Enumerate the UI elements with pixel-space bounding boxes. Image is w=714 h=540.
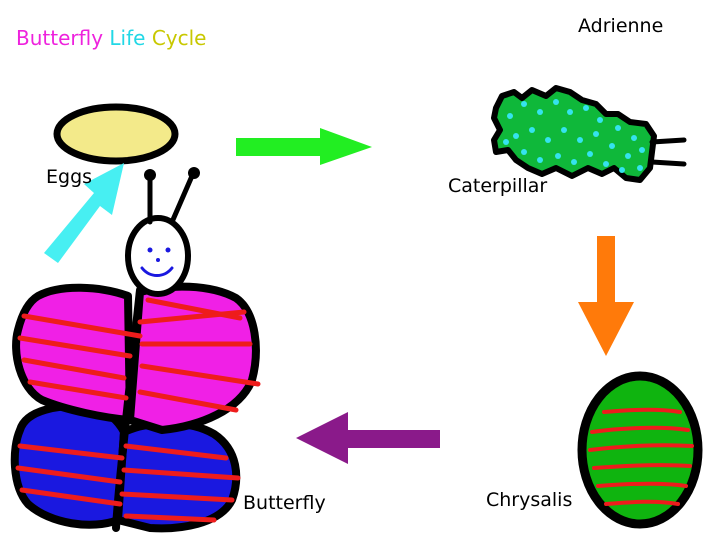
caterpillar-drawing [491, 85, 687, 183]
title-word-life: Life [109, 26, 146, 50]
chrysalis-drawing [577, 371, 703, 529]
author-name: Adrienne [578, 15, 664, 37]
label-eggs: Eggs [46, 166, 93, 188]
title-word-butterfly: Butterfly [16, 26, 104, 50]
arrow-butterfly-to-eggs [44, 163, 124, 263]
label-caterpillar: Caterpillar [448, 175, 548, 197]
arrow-chrysalis-to-butterfly [296, 412, 440, 464]
diagram-title: Butterfly Life Cycle [16, 28, 206, 48]
arrow-caterpillar-to-chrysalis [578, 236, 634, 356]
egg-shape [53, 103, 179, 165]
label-chrysalis: Chrysalis [486, 489, 573, 511]
title-word-cycle: Cycle [151, 26, 207, 50]
label-butterfly: Butterfly [243, 492, 326, 514]
butterfly-drawing [10, 167, 261, 533]
arrow-eggs-to-caterpillar [236, 128, 372, 165]
